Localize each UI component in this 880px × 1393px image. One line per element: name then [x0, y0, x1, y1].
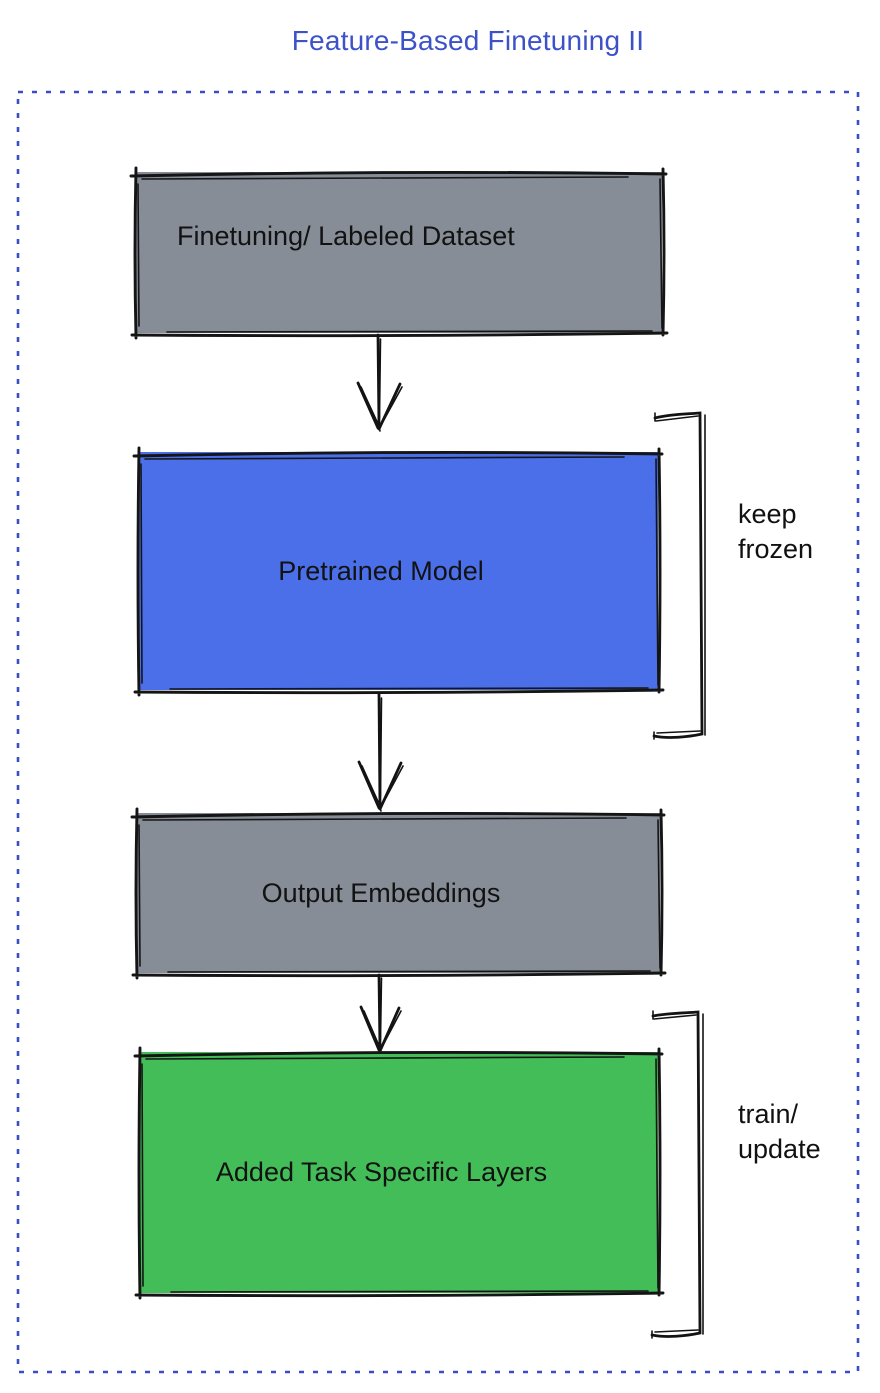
node-task-layers-label: Added Task Specific Layers: [215, 1157, 548, 1187]
train-update-line2: update: [738, 1134, 821, 1164]
node-task-layers: Added Task Specific Layers: [131, 1044, 666, 1301]
node-dataset: Finetuning/ Labeled Dataset: [127, 164, 670, 341]
arrow-embeddings-to-layers: [359, 973, 402, 1054]
node-dataset-label: Finetuning/ Labeled Dataset: [177, 221, 515, 251]
node-task-layers-fill: Added Task Specific Layers: [139, 1052, 658, 1293]
node-output-embeddings-label: Output Embeddings: [261, 877, 501, 908]
dotted-frame: [16, 90, 860, 1374]
dotted-frame-rect: [16, 90, 860, 1374]
keep-frozen-label: keep frozen: [738, 497, 813, 567]
node-pretrained-model-label: Pretrained Model: [278, 555, 484, 586]
node-output-embeddings: Output Embeddings: [128, 805, 668, 981]
keep-frozen-line2: frozen: [738, 534, 814, 564]
keep-frozen-bracket: [652, 411, 706, 740]
arrow-model-to-embeddings: [357, 691, 404, 812]
train-update-bracket: [650, 1010, 704, 1339]
arrow-dataset-to-model: [356, 333, 403, 432]
node-pretrained-model-fill: Pretrained Model: [138, 452, 658, 690]
node-dataset-fill: Finetuning/ Labeled Dataset: [135, 172, 662, 333]
train-update-line1: train/: [738, 1099, 799, 1129]
node-output-embeddings-fill: Output Embeddings: [136, 813, 660, 973]
train-update-label: train/update: [738, 1097, 821, 1167]
node-pretrained-model: Pretrained Model: [130, 444, 666, 698]
keep-frozen-line1: keep: [738, 499, 797, 529]
page-title: Feature-Based Finetuning II: [291, 25, 645, 56]
